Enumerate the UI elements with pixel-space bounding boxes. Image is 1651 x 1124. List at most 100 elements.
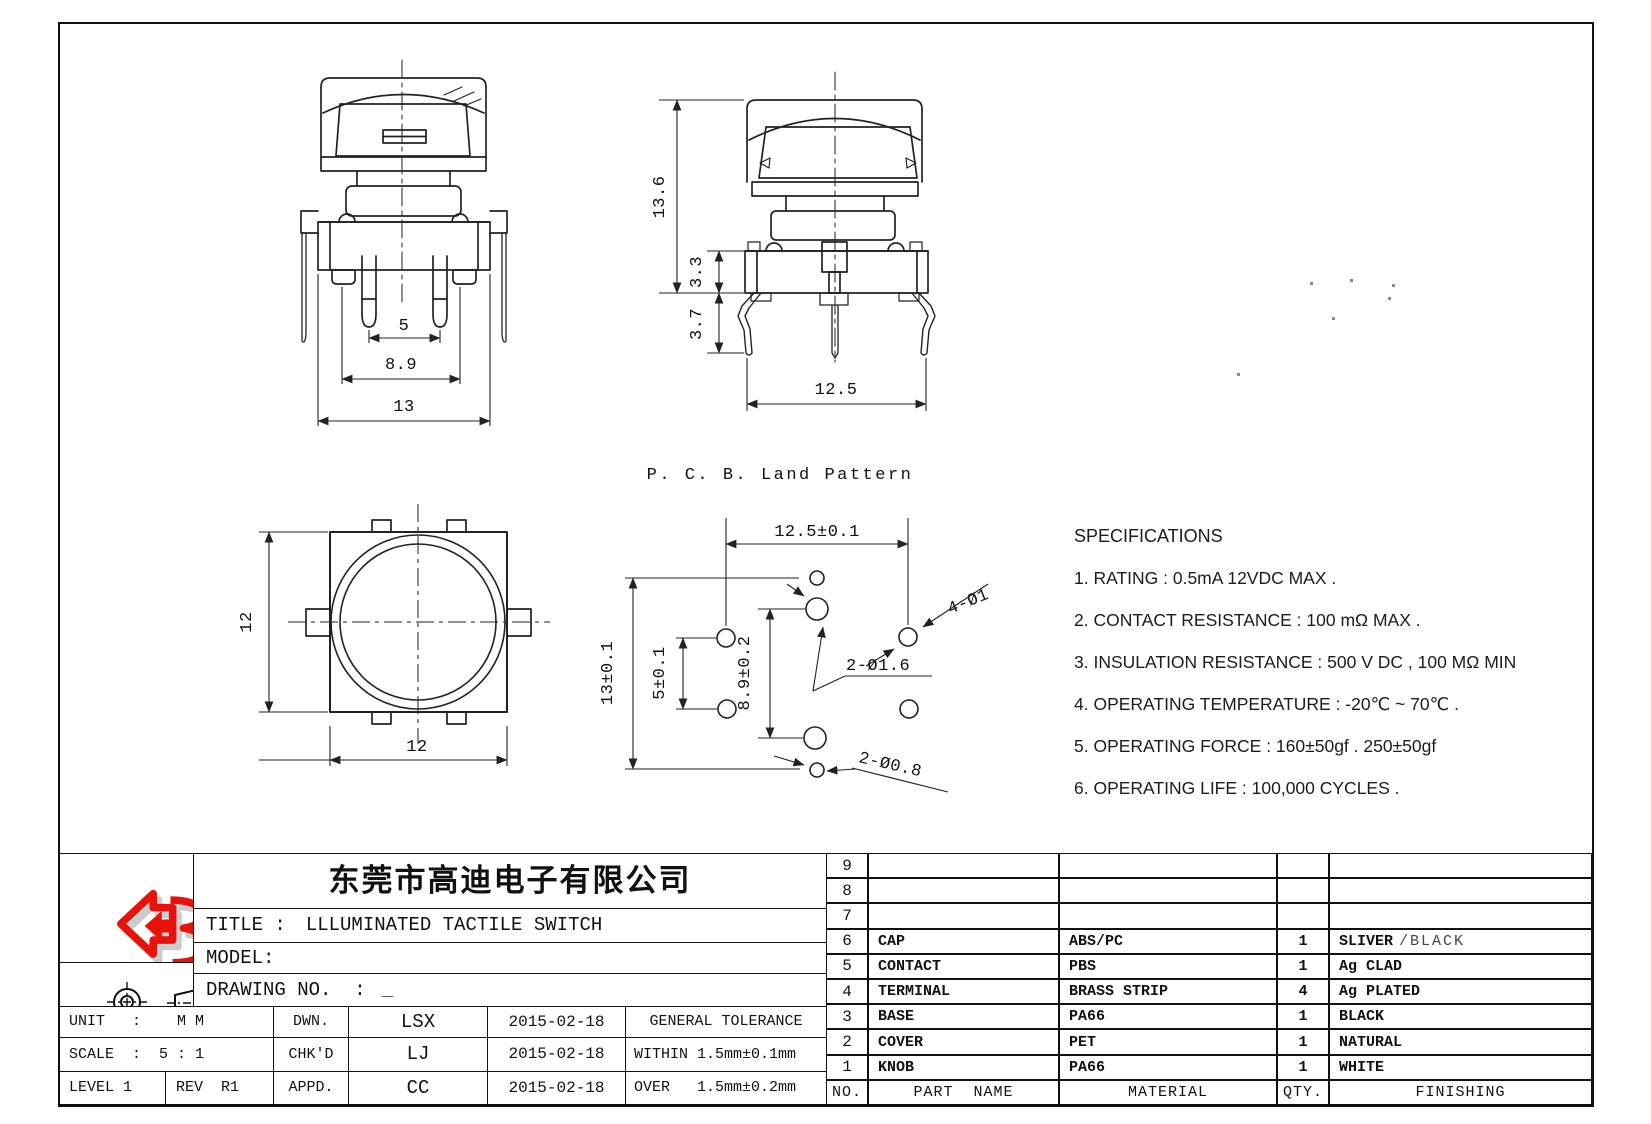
dwn-value-cell: LSX <box>348 1006 488 1038</box>
dwn-label-cell: DWN. <box>273 1006 349 1038</box>
general-tolerance-cell: GENERAL TOLERANCE <box>625 1006 827 1038</box>
parts-row-7: 7 <box>826 903 1592 929</box>
part-no: 2 <box>826 1029 868 1055</box>
part-no: 9 <box>826 853 868 879</box>
rev-cell: REV R1 <box>165 1071 274 1105</box>
part-material <box>1059 878 1277 904</box>
drawing-no-value: _ <box>381 979 394 1001</box>
part-no: 8 <box>826 878 868 904</box>
title-value: LLLUMINATED TACTILE SWITCH <box>305 914 603 936</box>
part-name: BASE <box>868 1004 1059 1030</box>
part-material: ABS/PC <box>1059 928 1277 954</box>
part-finishing: Ag CLAD <box>1329 953 1592 980</box>
part-name: CAP <box>868 928 1059 954</box>
part-finishing: SLIVER/BLACK <box>1329 928 1592 954</box>
part-name <box>868 853 1059 879</box>
model-row: MODEL: <box>193 942 827 974</box>
front-dim-width: 13 <box>393 398 414 417</box>
part-material: PA66 <box>1059 1054 1277 1080</box>
pcb-pattern-title: P. C. B. Land Pattern <box>647 466 914 485</box>
part-material: PA66 <box>1059 1004 1277 1030</box>
parts-row-4-terminal: 4 TERMINAL BRASS STRIP 4 Ag PLATED <box>826 979 1592 1005</box>
part-name: TERMINAL <box>868 979 1059 1005</box>
chk-label-cell: CHK'D <box>273 1037 349 1072</box>
level-cell: LEVEL 1 <box>58 1071 166 1105</box>
spec-rating: 1. RATING : 0.5mA 12VDC MAX . <box>1074 568 1337 588</box>
parts-row-9: 9 <box>826 853 1592 879</box>
part-material: PET <box>1059 1029 1277 1055</box>
part-no: 5 <box>826 953 868 980</box>
header-no: NO. <box>826 1079 868 1106</box>
part-qty <box>1277 853 1329 879</box>
unit-cell: UNIT : M M <box>58 1006 274 1038</box>
appd-date-cell: 2015-02-18 <box>487 1071 626 1105</box>
part-qty: 1 <box>1277 953 1329 980</box>
side-dim-base-height: 3.3 <box>688 256 707 288</box>
projection-symbol-cell <box>58 962 194 1007</box>
dwn-date-cell: 2015-02-18 <box>487 1006 626 1038</box>
part-qty: 1 <box>1277 1054 1329 1080</box>
spec-insulation-resistance: 3. INSULATION RESISTANCE : 500 V DC , 10… <box>1074 652 1517 672</box>
side-view-dimensions <box>659 99 927 411</box>
side-dim-lead-length: 3.7 <box>688 308 707 340</box>
part-no: 6 <box>826 928 868 954</box>
pcb-label-holes-dia1: 4-Ø1 <box>945 586 992 620</box>
drawing-no-label: DRAWING NO. : <box>206 979 366 1001</box>
part-finishing: Ag PLATED <box>1329 979 1592 1005</box>
company-logo-icon <box>117 889 193 962</box>
pcb-dim-contact-pitch: 5±0.1 <box>651 646 670 700</box>
top-view-dimensions <box>259 531 508 766</box>
part-name: COVER <box>868 1029 1059 1055</box>
part-no: 1 <box>826 1054 868 1080</box>
part-qty: 1 <box>1277 928 1329 954</box>
part-name <box>868 903 1059 929</box>
pcb-dim-v-overall: 13±0.1 <box>599 641 618 705</box>
finishing-main: SLIVER <box>1339 932 1394 950</box>
part-finishing <box>1329 853 1592 879</box>
part-qty: 1 <box>1277 1029 1329 1055</box>
part-material: PBS <box>1059 953 1277 980</box>
part-qty <box>1277 903 1329 929</box>
specs-title: SPECIFICATIONS <box>1074 526 1223 546</box>
parts-row-5-contact: 5 CONTACT PBS 1 Ag CLAD <box>826 953 1592 980</box>
top-view <box>288 504 550 744</box>
parts-row-1-knob: 1 KNOB PA66 1 WHITE <box>826 1054 1592 1080</box>
top-dim-width: 12 <box>406 738 427 757</box>
top-dim-height: 12 <box>238 611 257 632</box>
spec-operating-force: 5. OPERATING FORCE : 160±50gf . 250±50gf <box>1074 736 1437 756</box>
drawing-no-row: DRAWING NO. : _ <box>193 973 827 1007</box>
chk-value-cell: LJ <box>348 1037 488 1072</box>
part-finishing: NATURAL <box>1329 1029 1592 1055</box>
part-material: BRASS STRIP <box>1059 979 1277 1005</box>
first-angle-projection-icon <box>107 982 193 1006</box>
header-qty: QTY. <box>1277 1079 1329 1106</box>
side-view <box>737 71 936 363</box>
front-dim-pin-pitch: 5 <box>399 317 410 336</box>
scan-speck <box>1388 297 1391 300</box>
parts-row-2-cover: 2 COVER PET 1 NATURAL <box>826 1029 1592 1055</box>
parts-row-6-cap: 6 CAP ABS/PC 1 SLIVER/BLACK <box>826 928 1592 954</box>
appd-label-cell: APPD. <box>273 1071 349 1105</box>
part-name <box>868 878 1059 904</box>
part-finishing: WHITE <box>1329 1054 1592 1080</box>
tolerance-over-cell: OVER 1.5mm±0.2mm <box>625 1071 827 1105</box>
spec-operating-temperature: 4. OPERATING TEMPERATURE : -20℃ ~ 70℃ . <box>1074 694 1460 714</box>
scan-speck <box>1237 373 1240 376</box>
chk-date-cell: 2015-02-18 <box>487 1037 626 1072</box>
part-qty: 4 <box>1277 979 1329 1005</box>
front-dim-outer-pitch: 8.9 <box>385 356 417 375</box>
logo-cell <box>58 853 194 963</box>
spec-operating-life: 6. OPERATING LIFE : 100,000 CYCLES . <box>1074 778 1400 798</box>
part-material <box>1059 853 1277 879</box>
finishing-alt: /BLACK <box>1399 932 1466 950</box>
pcb-dim-led-pitch: 8.9±0.2 <box>736 636 755 711</box>
part-qty <box>1277 878 1329 904</box>
scale-cell: SCALE : 5 : 1 <box>58 1037 274 1072</box>
scan-speck <box>1310 282 1313 285</box>
part-finishing: BLACK <box>1329 1004 1592 1030</box>
pcb-dim-h-pitch: 12.5±0.1 <box>774 523 860 542</box>
side-dim-width: 12.5 <box>815 381 858 400</box>
part-name: CONTACT <box>868 953 1059 980</box>
